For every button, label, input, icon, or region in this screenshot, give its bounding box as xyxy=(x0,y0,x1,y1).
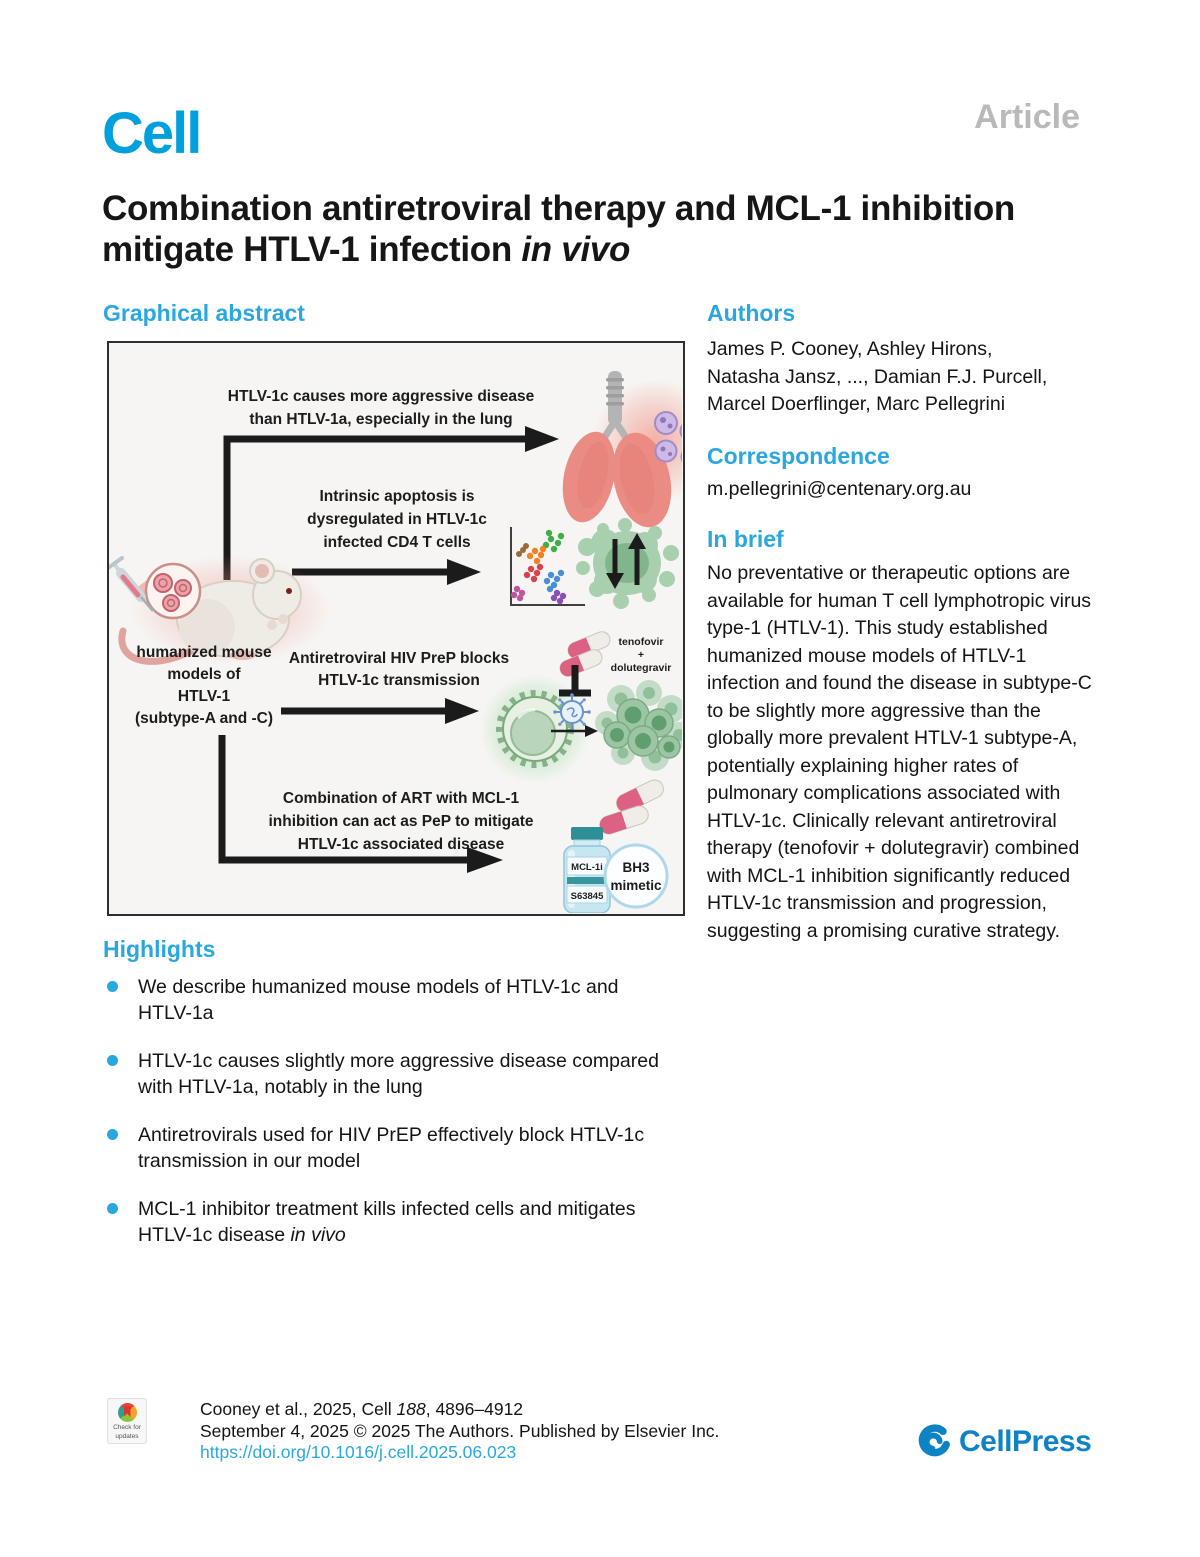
publication-date-line: September 4, 2025 © 2025 The Authors. Pu… xyxy=(200,1420,720,1441)
bullet-icon xyxy=(107,1203,118,1214)
highlight-line: Antiretrovirals used for HIV PrEP effect… xyxy=(138,1124,645,1146)
svg-text:HTLV-1: HTLV-1 xyxy=(178,688,231,705)
check-for-updates-badge[interactable]: Check for updates xyxy=(107,1398,147,1444)
article-title: Combination antiretroviral therapy and M… xyxy=(102,188,1032,270)
bullet-icon xyxy=(107,1129,118,1140)
highlight-line: HTLV-1c causes slightly more aggressive … xyxy=(138,1050,659,1072)
author-line: Natasha Jansz, ..., Damian F.J. Purcell, xyxy=(707,365,1048,388)
in-brief-text: No preventative or therapeutic options a… xyxy=(707,562,1092,942)
correspondence-heading: Correspondence xyxy=(707,443,890,469)
svg-text:Intrinsic apoptosis is: Intrinsic apoptosis is xyxy=(319,488,474,505)
arrow-pep xyxy=(218,735,503,873)
svg-text:humanized mouse: humanized mouse xyxy=(136,644,272,661)
svg-text:HTLV-1c causes more aggressive: HTLV-1c causes more aggressive disease xyxy=(228,388,535,405)
drug-labels: tenofovir + dolutegravir xyxy=(611,636,672,674)
svg-text:BH3: BH3 xyxy=(622,860,649,875)
tsne-plot-icon xyxy=(510,527,585,606)
author-list: James P. Cooney, Ashley Hirons, Natasha … xyxy=(707,336,1047,419)
arrow-prep xyxy=(281,698,479,724)
author-line: James P. Cooney, Ashley Hirons, xyxy=(707,338,993,360)
graphical-abstract-figure: HTLV-1c causes more aggressive disease t… xyxy=(107,341,685,916)
highlight-line: HTLV-1a xyxy=(138,1002,214,1024)
highlight-item: MCL-1 inhibitor treatment kills infected… xyxy=(103,1196,703,1248)
svg-text:inhibition can act as PeP to m: inhibition can act as PeP to mitigate xyxy=(269,813,534,830)
highlights-list: We describe humanized mouse models of HT… xyxy=(103,974,703,1270)
author-line: Marcel Doerflinger, Marc Pellegrini xyxy=(707,393,1006,415)
cellpress-icon xyxy=(918,1424,950,1457)
svg-text:Combination of ART with MCL-1: Combination of ART with MCL-1 xyxy=(283,790,520,807)
highlight-line: with HTLV-1a, notably in the lung xyxy=(138,1076,423,1098)
infected-cell-cluster-icon xyxy=(595,680,682,771)
svg-text:Antiretroviral HIV PreP blocks: Antiretroviral HIV PreP blocks xyxy=(289,650,509,667)
bullet-icon xyxy=(107,1055,118,1066)
highlight-italic: in vivo xyxy=(290,1224,346,1246)
highlight-line: transmission in our model xyxy=(138,1150,361,1172)
up-down-arrows-icon xyxy=(606,533,646,589)
vial-icon: MCL-1i S63845 xyxy=(563,827,611,913)
syringe-icon xyxy=(109,556,154,612)
arrow-transmission xyxy=(551,725,598,737)
bullet-icon xyxy=(107,981,118,992)
svg-text:HTLV-1c transmission: HTLV-1c transmission xyxy=(318,672,480,689)
highlight-line: HTLV-1c disease xyxy=(138,1224,291,1246)
svg-text:MCL-1i: MCL-1i xyxy=(571,862,603,873)
mouse-illustration xyxy=(109,555,331,665)
bh3-mimetic-callout: BH3 mimetic xyxy=(603,843,669,909)
highlight-line: MCL-1 inhibitor treatment kills infected… xyxy=(138,1198,636,1220)
arrow-apoptosis xyxy=(292,559,481,585)
svg-text:dolutegravir: dolutegravir xyxy=(611,662,672,674)
highlight-item: Antiretrovirals used for HIV PrEP effect… xyxy=(103,1122,703,1174)
art-pills-icon xyxy=(599,779,664,835)
highlights-heading: Highlights xyxy=(103,936,216,962)
cell-journal-logo: Cell xyxy=(102,101,202,166)
article-type-label: Article xyxy=(974,98,1080,136)
inhibition-bar-icon xyxy=(559,665,591,697)
check-for-updates-label: Check for updates xyxy=(113,1424,141,1440)
svg-text:mimetic: mimetic xyxy=(610,878,662,893)
cd4-population-icon xyxy=(576,518,679,609)
svg-text:(subtype-A and -C): (subtype-A and -C) xyxy=(135,710,273,727)
svg-text:HTLV-1c associated disease: HTLV-1c associated disease xyxy=(298,836,505,853)
authors-heading: Authors xyxy=(707,300,796,326)
svg-text:+: + xyxy=(638,649,644,661)
doi-link[interactable]: https://doi.org/10.1016/j.cell.2025.06.0… xyxy=(200,1442,517,1462)
svg-text:dysregulated in HTLV-1c: dysregulated in HTLV-1c xyxy=(307,511,487,528)
apoptosis-caption: Intrinsic apoptosis is dysregulated in H… xyxy=(307,488,487,551)
prep-caption: Antiretroviral HIV PreP blocks HTLV-1c t… xyxy=(289,650,509,689)
mouse-caption: humanized mouse models of HTLV-1 (subtyp… xyxy=(135,644,273,727)
highlight-item: HTLV-1c causes slightly more aggressive … xyxy=(103,1048,703,1100)
svg-text:than HTLV-1a, especially in th: than HTLV-1a, especially in the lung xyxy=(249,411,512,428)
svg-text:infected CD4 T cells: infected CD4 T cells xyxy=(323,534,470,551)
lungs-icon xyxy=(562,371,682,528)
cellpress-logo: CellPress xyxy=(916,1424,1092,1460)
graphical-abstract-heading: Graphical abstract xyxy=(103,300,305,326)
arrow-lung-disease xyxy=(223,426,559,580)
in-brief-heading: In brief xyxy=(707,526,784,552)
correspondence-email[interactable]: m.pellegrini@centenary.org.au xyxy=(707,478,972,500)
highlight-item: We describe humanized mouse models of HT… xyxy=(103,974,703,1026)
svg-text:tenofovir: tenofovir xyxy=(619,636,664,648)
highlight-line: We describe humanized mouse models of HT… xyxy=(138,976,619,998)
pep-caption: Combination of ART with MCL-1 inhibition… xyxy=(269,790,534,853)
graphical-abstract-svg: HTLV-1c causes more aggressive disease t… xyxy=(109,371,682,913)
article-title-text: Combination antiretroviral therapy and M… xyxy=(102,189,1015,269)
bookmark-icon xyxy=(123,1406,131,1417)
svg-text:models of: models of xyxy=(167,666,241,683)
article-title-italic: in vivo xyxy=(521,230,631,269)
crossmark-icon xyxy=(117,1403,137,1422)
svg-text:S63845: S63845 xyxy=(571,891,604,902)
cellpress-wordmark: CellPress xyxy=(959,1425,1092,1458)
blood-cells-inset-icon xyxy=(144,562,202,620)
citation-line: Cooney et al., 2025, Cell 188, 4896–4912 xyxy=(200,1399,524,1419)
citation-block: Cooney et al., 2025, Cell 188, 4896–4912… xyxy=(200,1399,719,1464)
immune-cells-icon xyxy=(654,411,682,463)
lung-disease-caption: HTLV-1c causes more aggressive disease t… xyxy=(228,388,535,428)
